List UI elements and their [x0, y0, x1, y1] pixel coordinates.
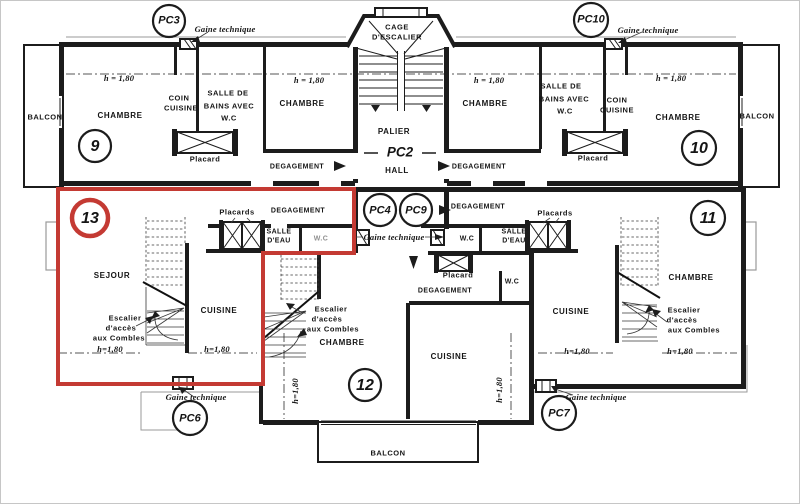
staircase-apt11	[616, 217, 661, 342]
pc10-label: PC10	[577, 13, 605, 26]
sdb-apt9-1: SALLE DE	[207, 88, 249, 98]
palier-label: PALIER	[377, 127, 411, 136]
staircase-apt12	[263, 255, 319, 358]
placard-apt9-label: Placard	[189, 154, 221, 164]
cage-escalier-2: D'ESCALIER	[371, 32, 423, 42]
apartment-13-highlight	[56, 187, 356, 386]
apartment-10-number: 10	[690, 140, 708, 157]
stair-tower-bay	[345, 7, 457, 48]
placard-boxes	[172, 129, 628, 273]
chambre-apt10-left: CHAMBRE	[462, 99, 508, 108]
degagement-apt10: DEGAGEMENT	[451, 163, 507, 171]
degagement-apt12-entry: DEGAGEMENT	[450, 203, 506, 211]
cuisine-apt12: CUISINE	[430, 352, 468, 361]
gaine-label-middle: Gaine technique	[363, 231, 425, 242]
salle-deau-apt11-1: SALLE	[501, 228, 527, 236]
cuisine-apt11: CUISINE	[552, 307, 590, 316]
gaine-label-pc6: Gaine technique	[165, 391, 227, 402]
cage-escalier-1: CAGE	[385, 22, 409, 32]
chambre-apt9-left: CHAMBRE	[97, 111, 143, 120]
cuisine-apt13: CUISINE	[200, 306, 238, 315]
wc-apt13: W.C	[313, 235, 329, 243]
balcon-right-label: BALCON	[739, 111, 775, 121]
coin-cuisine-apt10-2: CUISINE	[600, 105, 634, 115]
sejour-apt13: SEJOUR	[93, 271, 131, 280]
escalier-apt13-2: d'accès	[105, 323, 137, 333]
coin-cuisine-apt10-1: COIN	[606, 95, 628, 105]
apartment-12-number: 12	[356, 377, 374, 394]
wc-apt12: W.C	[504, 278, 520, 286]
h180-apt13-right: h=1,80	[204, 343, 230, 354]
h180-apt12-right-vertical: h=1,80	[493, 377, 504, 403]
main-staircase	[355, 20, 447, 112]
salle-deau-apt13-1: SALLE	[266, 228, 292, 236]
degagement-apt12: DEGAGEMENT	[417, 287, 473, 295]
gaine-label-pc7: Gaine technique	[565, 391, 627, 402]
escalier-apt11-1: Escalier	[667, 305, 701, 315]
escalier-apt12-1: Escalier	[314, 304, 348, 314]
h180-apt11-left: h=1,80	[564, 345, 590, 356]
sdb-apt10-3: W.C	[557, 106, 573, 116]
sdb-apt9-3: W.C	[221, 113, 237, 123]
balcon-bottom-label: BALCON	[370, 448, 406, 458]
apartment-9-number: 9	[90, 138, 100, 155]
placard-apt12-label: Placard	[442, 270, 474, 280]
sdb-apt10-2: BAINS AVEC	[538, 94, 590, 104]
pc9-label: PC9	[405, 204, 427, 217]
chambre-apt10-right: CHAMBRE	[655, 113, 701, 122]
circles	[69, 1, 727, 437]
chambre-apt9-right: CHAMBRE	[279, 99, 325, 108]
placards-apt11-label: Placards	[537, 208, 573, 218]
gaine-label-top-right: Gaine technique	[617, 24, 679, 35]
salle-deau-apt11-2: D'EAU	[502, 237, 526, 245]
apartment-11-number: 11	[699, 210, 717, 227]
coin-cuisine-apt9-1: COIN	[168, 93, 190, 103]
escalier-apt11-3: aux Combles	[667, 325, 721, 335]
apartment-13-number: 13	[81, 210, 99, 227]
balconies	[23, 44, 780, 463]
escalier-apt12-2: d'accès	[311, 314, 343, 324]
sdb-apt9-2: BAINS AVEC	[203, 101, 255, 111]
hall-label: HALL	[385, 166, 409, 175]
h180-apt9-left: h = 1,80	[103, 72, 135, 83]
placards-apt13-label: Placards	[219, 207, 255, 217]
escalier-apt12-3: aux Combles	[306, 324, 360, 334]
sdb-apt10-1: SALLE DE	[540, 81, 582, 91]
h180-apt12-left-vertical: h=1,80	[289, 378, 300, 404]
h180-apt13-left: h=1,80	[97, 343, 123, 354]
escalier-apt13-1: Escalier	[108, 313, 142, 323]
chambre-apt11: CHAMBRE	[668, 273, 714, 282]
h180-apt10-right: h = 1,80	[655, 72, 687, 83]
h180-apt11-right: h=1,80	[667, 345, 693, 356]
wc-apt12-entry: W.C	[459, 235, 475, 243]
balcon-left-label: BALCON	[27, 112, 63, 122]
gaine-label-top-left: Gaine technique	[194, 23, 256, 34]
pc2-label: PC2	[386, 144, 414, 160]
height-limit-lines	[58, 73, 737, 419]
pc6-label: PC6	[179, 412, 201, 425]
chambre-apt12: CHAMBRE	[319, 338, 365, 347]
salle-deau-apt13-2: D'EAU	[267, 237, 291, 245]
pc7-label: PC7	[548, 407, 570, 420]
h180-apt10-left: h = 1,80	[473, 74, 505, 85]
pc4-label: PC4	[369, 204, 391, 217]
annotation-arrows	[135, 31, 668, 398]
escalier-apt13-3: aux Combles	[92, 333, 146, 343]
degagement-apt13: DEGAGEMENT	[270, 207, 326, 215]
coin-cuisine-apt9-2: CUISINE	[164, 103, 198, 113]
escalier-apt11-2: d'accès	[666, 315, 698, 325]
h180-apt9-right: h = 1,80	[293, 74, 325, 85]
pc3-label: PC3	[158, 14, 180, 27]
degagement-apt9: DEGAGEMENT	[269, 163, 325, 171]
placard-apt10-label: Placard	[577, 153, 609, 163]
staircase-apt13	[142, 217, 188, 346]
